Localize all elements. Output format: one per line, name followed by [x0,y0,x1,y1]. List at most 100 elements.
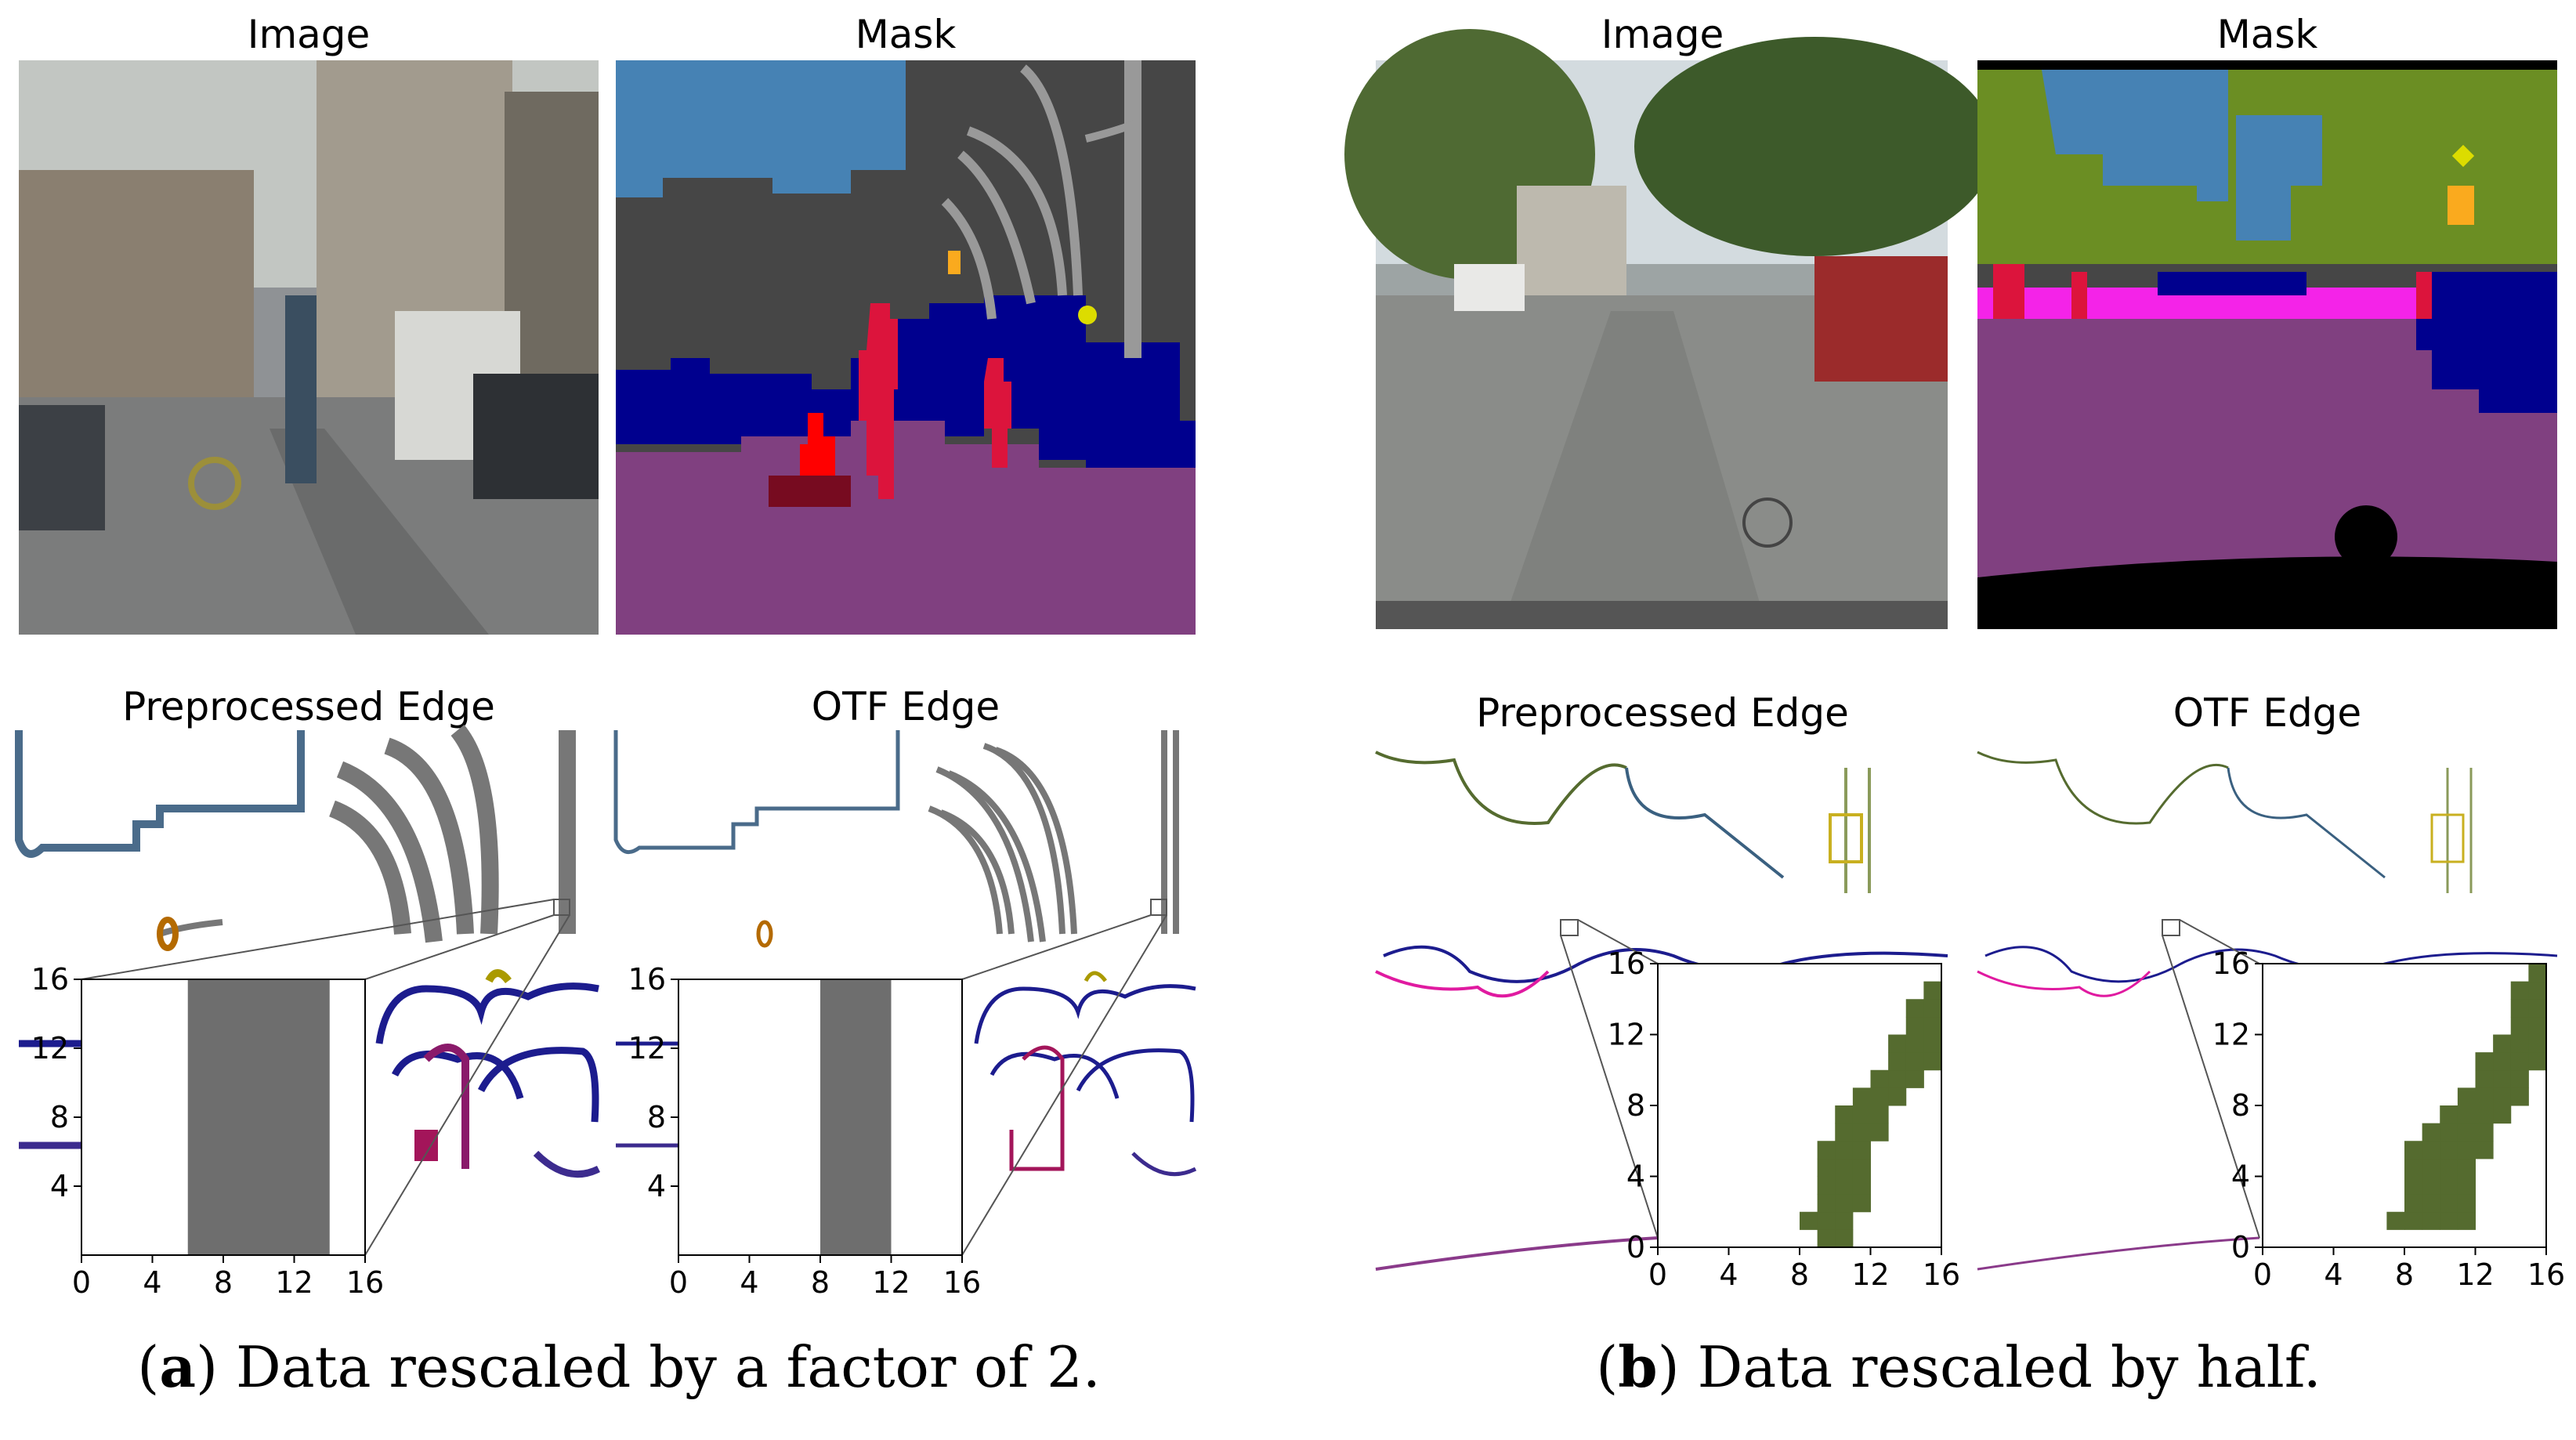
inset-pixel [1817,1141,1836,1160]
b-otf-edge-map [1977,751,2558,1271]
inset-pixel [2528,1016,2547,1035]
x-tick-label: 16 [2527,1257,2565,1292]
inset-pixel [1888,1087,1907,1106]
y-tick-label: 4 [1626,1160,1645,1194]
inset-pixel [2404,1158,2423,1177]
y-tick-label: 12 [1608,1018,1645,1052]
inset-pixel [2528,999,2547,1018]
inset-pixel [2528,964,2547,982]
a-mask-light [948,251,961,274]
inset-pixel [1817,1176,1836,1195]
y-tick-label: 16 [2212,946,2250,981]
a-preprocessed-edge-map [15,724,601,1256]
inset-pixel [1888,1052,1907,1071]
a-mask-person-2 [984,358,1011,468]
inset-pixel [2440,1141,2458,1160]
b-mask-car [2158,272,2557,413]
inset-pixel [1923,999,1942,1018]
y-tick-label: 8 [647,1100,666,1134]
inset-pixel [1923,1016,1942,1035]
x-tick-label: 16 [1923,1257,1960,1292]
inset-pixel [2528,1052,2547,1071]
inset-pixel [2510,1069,2529,1088]
caption-a: (a) Data rescaled by a factor of 2. [0,1332,1238,1402]
inset-pixel [2475,1141,2494,1160]
inset-filled-band [820,979,892,1255]
inset-pixel [1888,1069,1907,1088]
b-image-title: Image [1601,12,1724,57]
inset-pixel [1905,1016,1924,1035]
y-tick-label: 4 [50,1169,69,1203]
inset-pixel [2510,981,2529,1000]
a-otf-edge-title: OTF Edge [811,684,1000,729]
y-tick-label: 12 [628,1031,666,1066]
inset-pixel [1817,1211,1836,1230]
inset-pixel [1835,1158,1854,1177]
b-mask-ego [1977,556,2557,629]
b-pre-edge-title: Preprocessed Edge [1476,690,1849,736]
b-segmentation-mask [1977,60,2557,629]
x-tick-label: 0 [72,1265,91,1300]
inset-pixel [2440,1123,2458,1142]
a-mask-person [859,303,898,499]
inset-pixel [1905,999,1924,1018]
y-tick-label: 8 [2231,1088,2250,1123]
y-tick-label: 8 [1626,1088,1645,1123]
inset-pixel [2475,1052,2494,1071]
a-mask-sky [616,60,906,197]
inset-pixel [2457,1194,2476,1213]
inset-pixel [2510,1016,2529,1035]
y-tick-label: 16 [31,962,69,997]
x-tick-label: 8 [811,1265,830,1300]
x-tick-label: 12 [2456,1257,2494,1292]
inset-pixel [2510,999,2529,1018]
a-mask-road [616,421,1196,635]
inset-pixel [1905,1052,1924,1071]
inset-pixel [1835,1194,1854,1213]
inset-pixel [2510,1034,2529,1053]
b-mask-title: Mask [2216,12,2318,57]
y-tick-label: 16 [1608,946,1645,981]
inset-pixel [2475,1105,2494,1124]
inset-pixel [2493,1069,2512,1088]
x-tick-label: 8 [2395,1257,2414,1292]
inset-pixel [1923,1052,1942,1071]
x-tick-label: 4 [143,1265,161,1300]
inset-pixel [1852,1194,1871,1213]
inset-pixel [1835,1176,1854,1195]
inset-pixel [2422,1211,2440,1230]
a-mask-title: Mask [855,12,957,57]
b-otf-edge-title: OTF Edge [2173,690,2362,736]
inset-pixel [1835,1105,1854,1124]
inset-pixel [1800,1211,1818,1230]
a-mask-bicycle [769,476,851,507]
inset-pixel [2493,1052,2512,1071]
inset-pixel [2440,1194,2458,1213]
inset-pixel [2422,1123,2440,1142]
inset-pixel [2457,1211,2476,1230]
inset-pixel [2422,1141,2440,1160]
caption-b-text: ) Data rescaled by half. [1657,1334,2321,1400]
x-tick-label: 4 [740,1265,758,1300]
a-pre-edge-title: Preprocessed Edge [122,684,495,729]
b-street-image [1344,29,1995,629]
inset-pixel [1888,1034,1907,1053]
inset-pixel [1835,1211,1854,1230]
caption-a-open-paren: ( [137,1334,160,1400]
inset-pixel [1835,1141,1854,1160]
inset-pixel [1923,981,1942,1000]
inset-pixel [2510,1087,2529,1106]
inset-pixel [1852,1141,1871,1160]
inset-pixel [2475,1123,2494,1142]
y-tick-label: 0 [1626,1230,1645,1265]
inset-pixel [2457,1141,2476,1160]
inset-pixel [1923,1034,1942,1053]
inset-pixel [1817,1158,1836,1177]
inset-pixel [2457,1123,2476,1142]
y-tick-label: 16 [628,962,666,997]
inset-pixel [2493,1105,2512,1124]
inset-pixel [2510,1052,2529,1071]
inset-pixel [1817,1229,1836,1248]
inset-pixel [1852,1176,1871,1195]
